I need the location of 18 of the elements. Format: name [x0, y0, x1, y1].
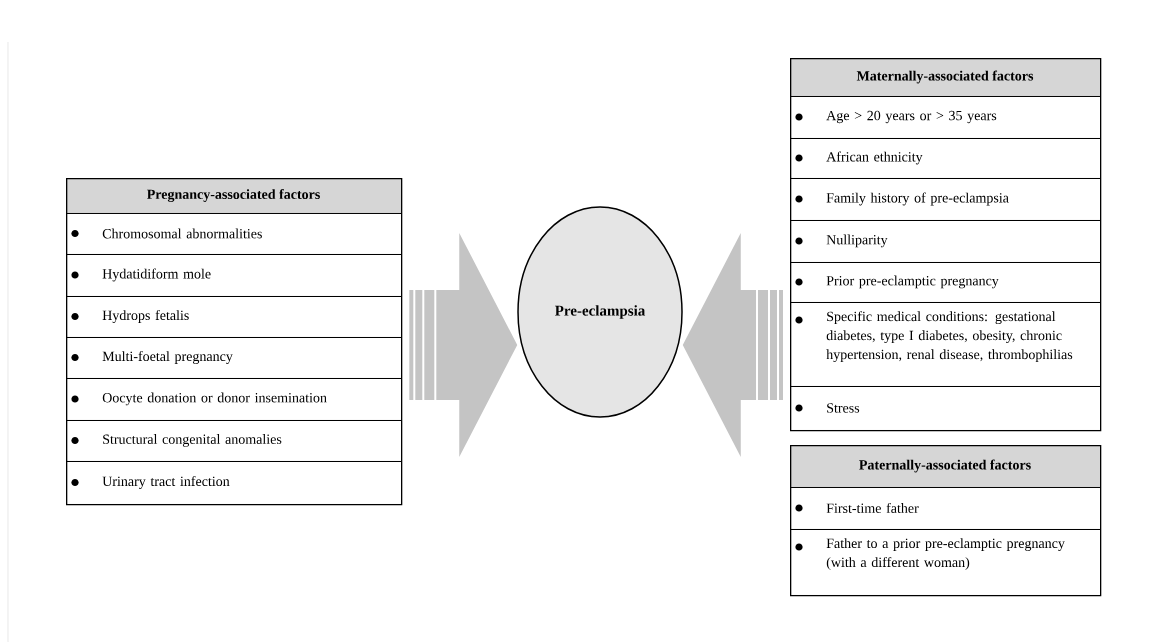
- list-item: Specific medical conditions: gestational diabetes, type I diabetes, obesity, chronic hypertension, renal disease, thrombophilias: [790, 302, 1101, 387]
- block-arrow: [409, 233, 518, 457]
- list-item: Hydrops fetalis: [66, 296, 402, 338]
- list-item: Father to a prior pre-eclamptic pregnancy (with a different woman): [790, 529, 1101, 596]
- list-item: Stress: [790, 386, 1101, 431]
- list-item: First-time father: [790, 487, 1101, 530]
- list-item: Hydatidiform mole: [66, 254, 402, 297]
- list-item: Age > 20 years or > 35 years: [790, 96, 1101, 139]
- list-item: Nulliparity: [790, 220, 1101, 263]
- list-item: Multi-foetal pregnancy: [66, 337, 402, 379]
- list-item: Oocyte donation or donor insemination: [66, 378, 402, 421]
- list-item: Prior pre-eclamptic pregnancy: [790, 262, 1101, 303]
- list-item: Chromosomal abnormalities: [66, 213, 402, 255]
- list-item: African ethnicity: [790, 138, 1101, 179]
- block-arrow: [682, 233, 783, 457]
- list-item: Family history of pre-eclampsia: [790, 178, 1101, 221]
- list-item: Urinary tract infection: [66, 461, 402, 505]
- list-item: Structural congenital anomalies: [66, 420, 402, 462]
